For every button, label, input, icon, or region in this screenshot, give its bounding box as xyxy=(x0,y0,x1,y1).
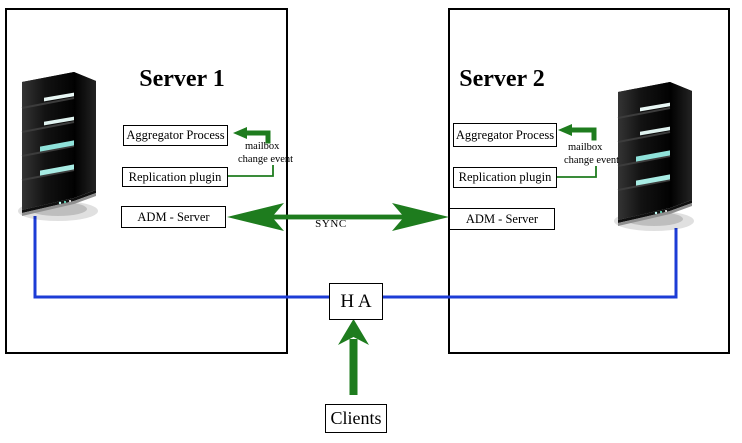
server2-adm-server-box: ADM - Server xyxy=(449,208,555,230)
server2-mailbox-event-label-line2: change event xyxy=(564,155,620,166)
server1-replication-plugin-box: Replication plugin xyxy=(122,167,228,187)
server2-title: Server 2 xyxy=(459,66,545,92)
server1-mailbox-event-label-line2: change event xyxy=(238,154,294,165)
server2-aggregator-process-box: Aggregator Process xyxy=(453,123,557,147)
sync-label: SYNC xyxy=(315,218,347,230)
clients-arrow xyxy=(338,319,369,395)
server1-tower-icon xyxy=(18,72,98,221)
server2-tower-icon xyxy=(614,82,694,231)
ha-box: H A xyxy=(329,283,383,320)
clients-box: Clients xyxy=(325,404,387,433)
server2-replication-plugin-box: Replication plugin xyxy=(453,167,557,188)
server2-mailbox-event-label-line1: mailbox xyxy=(568,142,603,153)
server1-aggregator-process-box: Aggregator Process xyxy=(123,125,228,146)
server1-container xyxy=(5,8,288,354)
server1-title: Server 1 xyxy=(139,66,225,92)
server1-mailbox-event-label-line1: mailbox xyxy=(245,141,280,152)
server2-container xyxy=(448,8,730,354)
server1-adm-server-box: ADM - Server xyxy=(121,206,226,228)
